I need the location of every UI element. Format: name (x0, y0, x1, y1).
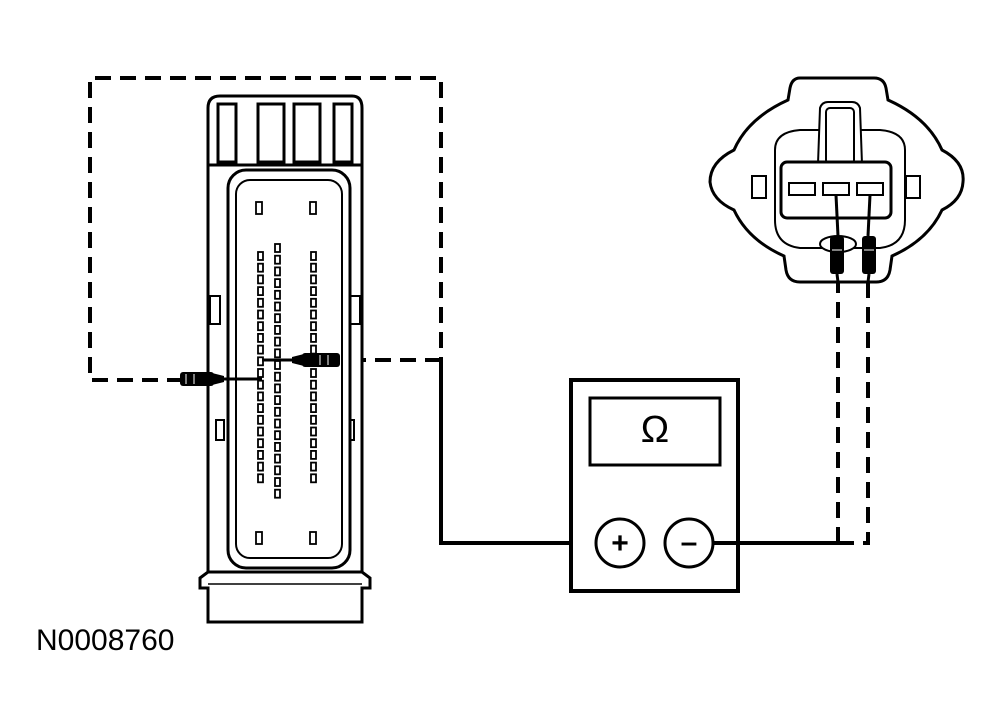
pin-cavity (274, 289, 281, 300)
sensor-back-probes (830, 194, 876, 283)
pin-cavity (310, 274, 317, 285)
sensor-connector (708, 76, 965, 284)
pin-cavity (274, 395, 281, 406)
pin-cavity (274, 488, 281, 499)
pin-cavity (309, 201, 317, 215)
dashed-sensor-leads (836, 280, 870, 545)
pin-cavity (310, 379, 317, 390)
right-back-probe (262, 353, 340, 367)
pin-cavity (310, 251, 317, 261)
pin-cavity (255, 201, 263, 215)
left-back-probe (180, 372, 262, 386)
pin-cavity (257, 344, 264, 355)
pin-cavity (310, 391, 317, 402)
pin-cavity (309, 531, 317, 545)
pin-cavity (257, 262, 264, 273)
pin-cavity (257, 449, 264, 460)
pin-cavity (257, 391, 264, 402)
pin-cavity (274, 313, 281, 324)
pin-cavity (257, 414, 264, 425)
figure-code: N0008760 (36, 624, 174, 657)
pin-cavity (274, 430, 281, 441)
pin-cavity (310, 368, 317, 378)
pin-cavity (257, 461, 264, 472)
pin-cavity (310, 403, 317, 414)
positive-terminal (594, 517, 646, 569)
pin-cavity (310, 262, 317, 273)
connector-pins (255, 201, 317, 545)
pin-cavity (274, 254, 281, 265)
pin-cavity (274, 243, 281, 253)
pin-cavity (310, 438, 317, 449)
pin-cavity (310, 473, 317, 484)
pin-cavity (257, 426, 264, 437)
pin-cavity (274, 465, 281, 476)
pin-cavity (310, 461, 317, 472)
pin-cavity (274, 360, 281, 370)
pin-cavity (274, 278, 281, 289)
pin-cavity (257, 251, 264, 261)
positive-terminal-label: + (611, 527, 629, 560)
positive-test-lead (439, 360, 597, 545)
pin-cavity (257, 473, 264, 484)
pin-cavity (257, 321, 264, 332)
ohm-symbol: Ω (641, 409, 669, 451)
pin-cavity (274, 336, 281, 347)
pin-cavity (257, 297, 264, 308)
pin-cavity (257, 438, 264, 449)
pin-cavity (257, 274, 264, 285)
pin-cavity (257, 368, 264, 378)
pin-cavity (255, 531, 263, 545)
pin-cavity (310, 414, 317, 425)
pin-cavity (310, 449, 317, 460)
pin-cavity (274, 441, 281, 452)
pin-cavity (310, 426, 317, 437)
pin-cavity (310, 286, 317, 297)
pin-cavity (310, 309, 317, 320)
pin-cavity (257, 403, 264, 414)
pin-cavity (274, 406, 281, 417)
pin-cavity (274, 383, 281, 394)
pin-cavity (310, 344, 317, 355)
pin-cavity (274, 453, 281, 464)
pin-cavity (257, 286, 264, 297)
pin-cavity (310, 321, 317, 332)
pin-cavity (274, 371, 281, 382)
multimeter: Ω + – (569, 378, 740, 593)
pin-cavity (257, 332, 264, 343)
dashed-harness-outline (88, 76, 443, 382)
pin-cavity (274, 418, 281, 429)
pin-cavity (274, 348, 281, 359)
pin-cavity (310, 297, 317, 308)
pin-cavity (274, 266, 281, 277)
pin-cavity (310, 332, 317, 343)
pin-cavity (274, 301, 281, 312)
pin-cavity (274, 324, 281, 335)
pin-cavity (274, 477, 281, 487)
negative-terminal-label: – (681, 526, 698, 559)
pin-cavity (257, 309, 264, 320)
pin-cavity (257, 379, 264, 390)
